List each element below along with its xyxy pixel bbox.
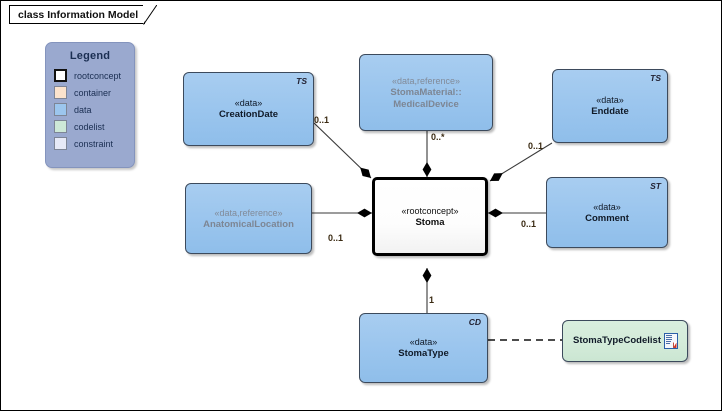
class-corner-comment: ST — [650, 181, 661, 191]
class-box-stomatype[interactable]: CD «data» StomaType — [359, 313, 488, 383]
class-name-enddate: Enddate — [591, 106, 629, 117]
class-name-stoma: Stoma — [415, 216, 445, 228]
class-name-medicaldevice-line1: StomaMaterial:: — [390, 86, 462, 98]
class-stereotype-anatomicallocation: «data,reference» — [214, 207, 283, 218]
class-box-medicaldevice[interactable]: «data,reference» StomaMaterial:: Medical… — [359, 54, 493, 131]
class-stereotype-creationdate: «data» — [234, 98, 263, 108]
class-stereotype-stomatype: «data» — [409, 337, 438, 347]
multiplicity-enddate: 0..1 — [528, 141, 544, 151]
class-box-creationdate[interactable]: TS «data» CreationDate — [183, 72, 314, 146]
class-box-enddate[interactable]: TS «data» Enddate — [552, 69, 668, 143]
class-name-medicaldevice-line2: MedicalDevice — [393, 98, 459, 110]
legend-swatch-constraint — [54, 137, 67, 150]
class-box-stoma[interactable]: «rootconcept» Stoma — [372, 177, 488, 256]
class-stereotype-enddate: «data» — [596, 95, 624, 105]
class-box-comment[interactable]: ST «data» Comment — [546, 177, 668, 248]
class-name-comment: Comment — [585, 212, 629, 224]
frame-tab-corner-icon — [143, 5, 158, 25]
class-name-stomatypecodelist: StomaTypeCodelist — [573, 335, 661, 346]
diagram-frame-label: class Information Model — [18, 8, 139, 21]
diagram-frame-tab: class Information Model — [9, 5, 158, 25]
legend-title: Legend — [69, 50, 111, 62]
class-box-anatomicallocation[interactable]: «data,reference» AnatomicalLocation — [185, 183, 312, 254]
legend-label-codelist: codelist — [74, 121, 105, 132]
class-corner-enddate: TS — [650, 73, 661, 83]
legend-swatch-rootconcept — [54, 69, 67, 82]
class-name-stomatype: StomaType — [398, 348, 449, 359]
legend-item-container: container — [54, 84, 134, 101]
legend-item-constraint: constraint — [54, 135, 134, 152]
multiplicity-creationdate: 0..1 — [314, 115, 330, 125]
multiplicity-comment: 0..1 — [521, 219, 537, 229]
multiplicity-medicaldevice: 0..* — [431, 132, 445, 142]
legend-item-codelist: codelist — [54, 118, 134, 135]
class-stereotype-stoma: «rootconcept» — [401, 205, 459, 216]
legend-label-data: data — [74, 104, 92, 115]
legend-label-constraint: constraint — [74, 138, 114, 149]
legend-swatch-data — [54, 103, 67, 116]
legend-label-rootconcept: rootconcept — [74, 70, 122, 81]
legend-panel: Legend rootconcept container data codeli… — [45, 42, 135, 168]
class-name-creationdate: CreationDate — [218, 109, 279, 120]
class-stereotype-medicaldevice: «data,reference» — [391, 75, 461, 86]
legend-swatch-codelist — [54, 120, 67, 133]
legend-item-rootconcept: rootconcept — [54, 67, 134, 84]
class-corner-creationdate: TS — [296, 76, 307, 86]
class-name-anatomicallocation: AnatomicalLocation — [203, 218, 294, 230]
class-box-stomatypecodelist[interactable]: StomaTypeCodelist — [562, 320, 688, 362]
legend-swatch-container — [54, 86, 67, 99]
assoc-creationdate-stoma — [313, 122, 372, 179]
multiplicity-stomatype: 1 — [429, 295, 435, 305]
document-icon — [664, 333, 678, 349]
class-stereotype-comment: «data» — [593, 201, 621, 212]
legend-rows: rootconcept container data codelist cons… — [46, 67, 134, 152]
legend-item-data: data — [54, 101, 134, 118]
class-corner-stomatype: CD — [468, 317, 481, 327]
legend-label-container: container — [74, 87, 112, 98]
multiplicity-anatomicallocation: 0..1 — [328, 233, 344, 243]
